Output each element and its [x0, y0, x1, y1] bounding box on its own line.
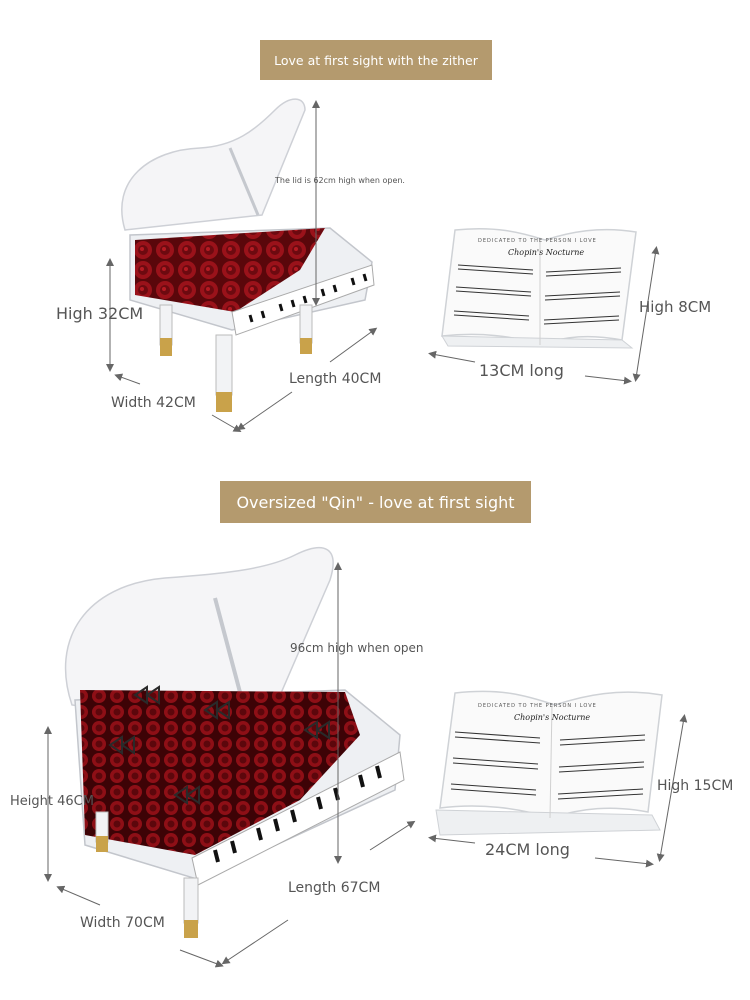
section1-stand-length: 13CM long — [479, 361, 564, 380]
section2-lid-note: 96cm high when open — [290, 641, 424, 655]
section2-piano-height: Height 46CM — [10, 794, 94, 809]
music-stand-large — [428, 690, 688, 868]
section1-piano-width: Width 42CM — [111, 395, 196, 411]
section2-piano-width: Width 70CM — [80, 915, 165, 931]
section1-piano-length: Length 40CM — [289, 371, 382, 387]
section1-sheet-dedication: DEDICATED TO THE PERSON I LOVE — [478, 238, 597, 244]
piano-large — [44, 546, 416, 968]
section1-title: Love at first sight with the zither — [274, 52, 478, 68]
piano-small — [106, 98, 378, 432]
section2-stand-height: High 15CM — [657, 778, 734, 794]
section1-title-banner: Love at first sight with the zither — [260, 40, 492, 80]
section1-lid-note: The lid is 62cm high when open. — [275, 176, 405, 185]
section2-title-banner: Oversized "Qin" - love at first sight — [220, 481, 531, 523]
section2-sheet-dedication: DEDICATED TO THE PERSON I LOVE — [478, 703, 597, 709]
section1-sheet-title: Chopin's Nocturne — [508, 248, 585, 257]
section1-stand-height: High 8CM — [639, 298, 712, 316]
section2-title: Oversized "Qin" - love at first sight — [236, 492, 515, 512]
section1-piano-height: High 32CM — [56, 304, 144, 323]
section2-piano-length: Length 67CM — [288, 880, 381, 896]
section2-stand-length: 24CM long — [485, 840, 570, 859]
music-stand-small — [428, 227, 660, 385]
section2-sheet-title: Chopin's Nocturne — [514, 713, 591, 722]
